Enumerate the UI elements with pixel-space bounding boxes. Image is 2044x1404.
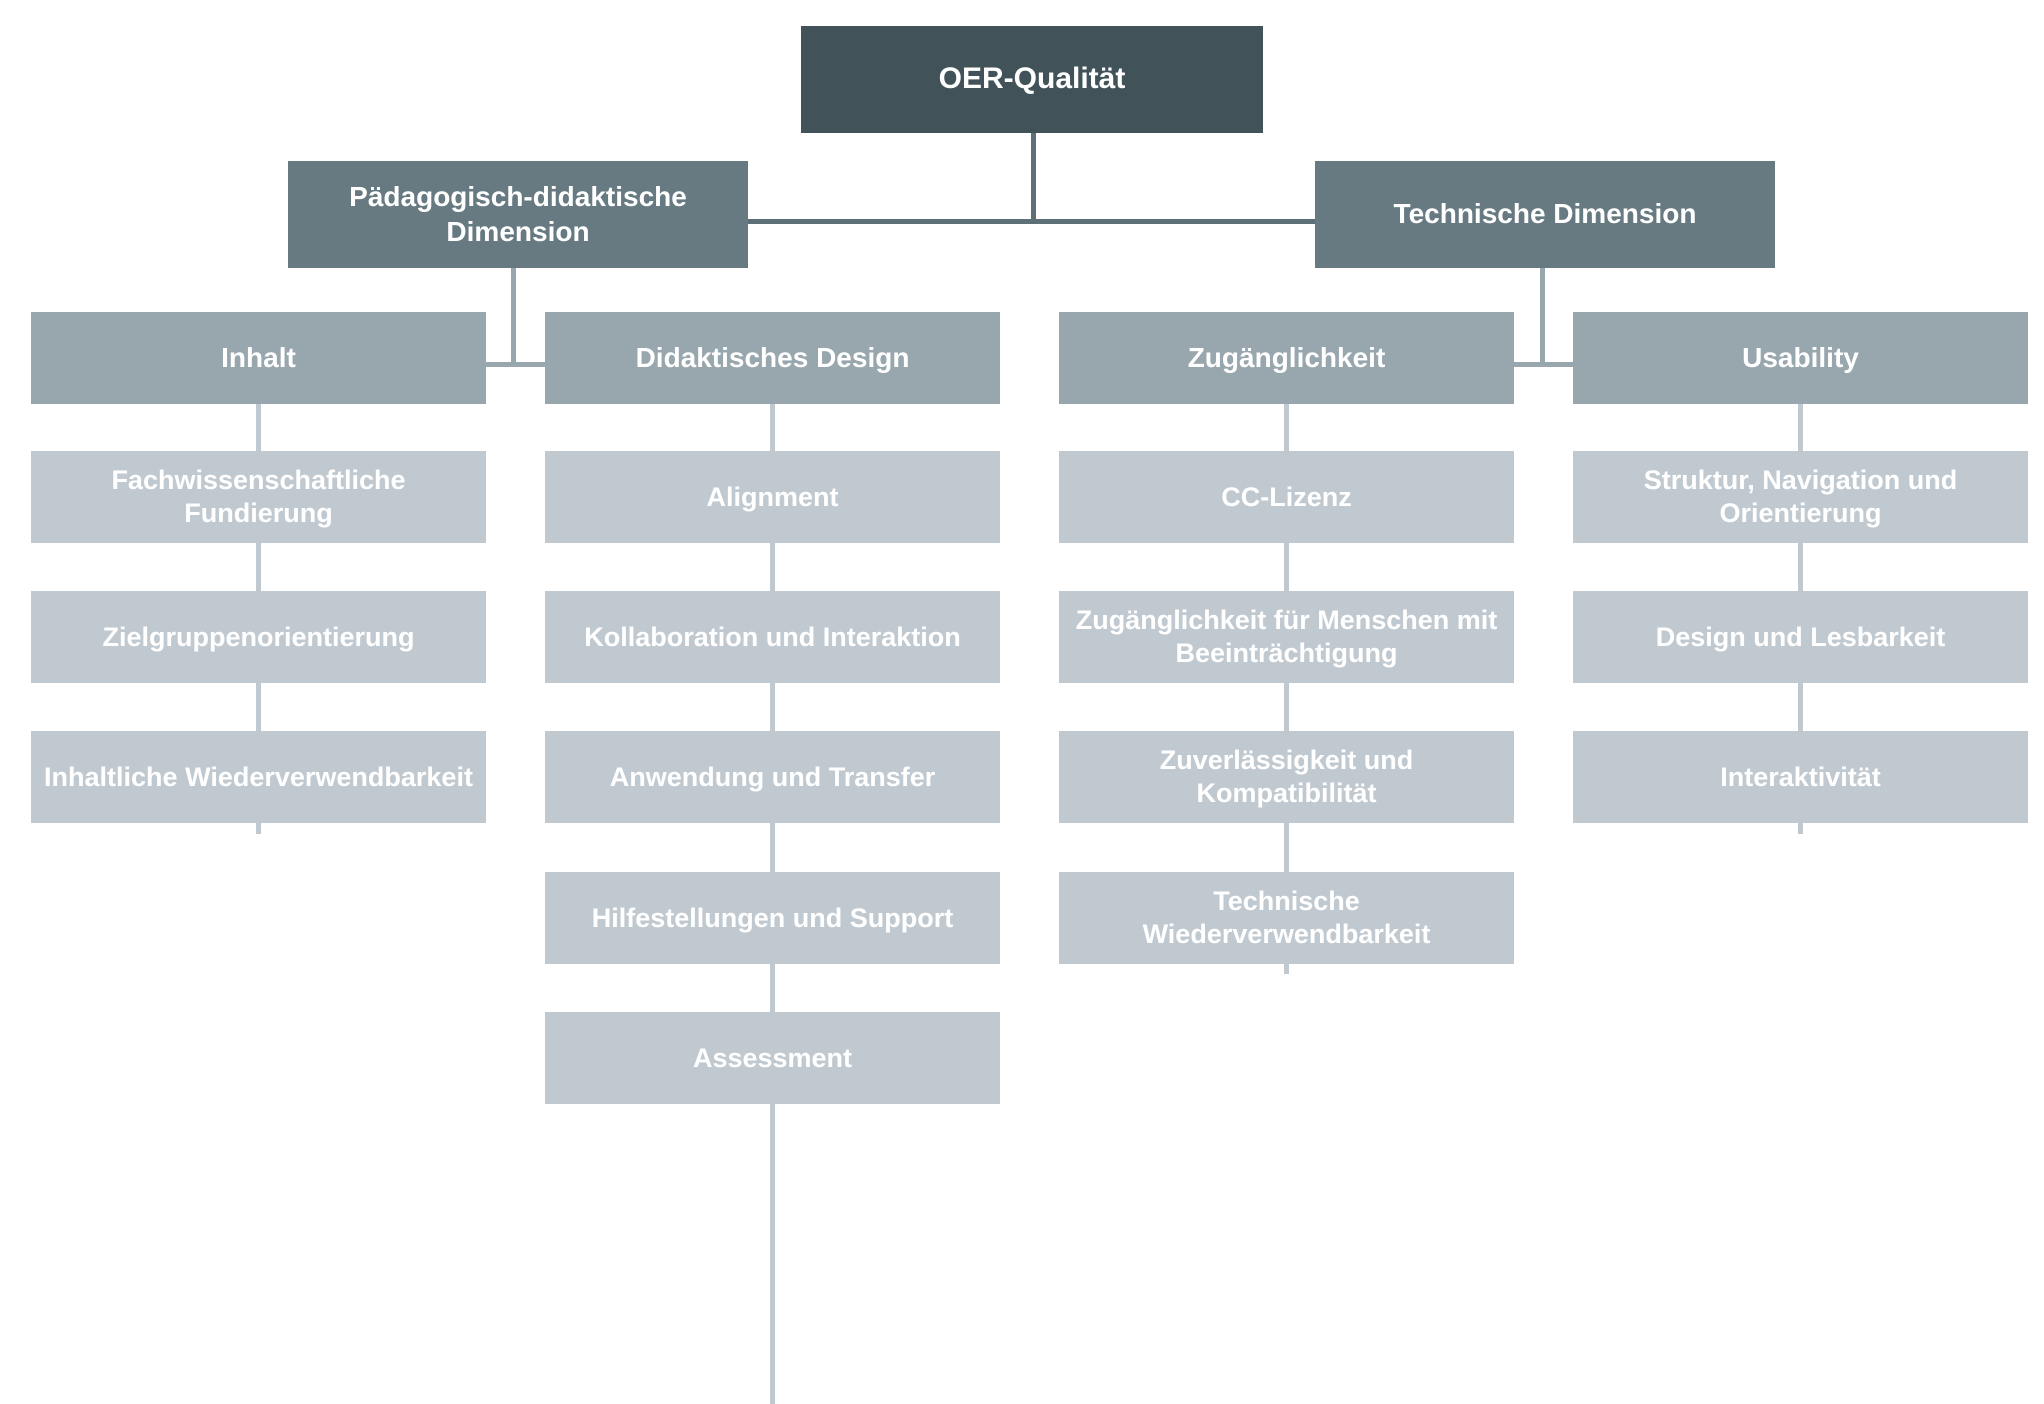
- connector-technical-category-bar: [1275, 362, 1819, 367]
- node-label: Anwendung und Transfer: [609, 761, 936, 792]
- node-category-inhalt[interactable]: Inhalt: [31, 312, 486, 404]
- node-criterion-anwendung-und-transfer[interactable]: Anwendung und Transfer: [545, 731, 1000, 823]
- node-label: Usability: [1742, 341, 1859, 373]
- node-category-zugaenglichkeit[interactable]: Zugänglichkeit: [1059, 312, 1514, 404]
- node-label: Inhalt: [221, 341, 296, 373]
- connector-pedagogic-category-bar: [247, 362, 791, 367]
- org-chart-canvas: OER-Qualität Pädagogisch-didaktische Dim…: [31, 26, 2028, 1404]
- node-label: Fachwissenschaftliche Fundierung: [111, 465, 406, 528]
- node-criterion-kollaboration-und-interaktion[interactable]: Kollaboration und Interaktion: [545, 591, 1000, 683]
- node-label: Technische Wiederverwendbarkeit: [1142, 886, 1431, 949]
- node-criterion-cc-lizenz[interactable]: CC-Lizenz: [1059, 451, 1514, 543]
- node-criterion-design-und-lesbarkeit[interactable]: Design und Lesbarkeit: [1573, 591, 2028, 683]
- node-criterion-assessment[interactable]: Assessment: [545, 1012, 1000, 1104]
- node-label: Zuverlässigkeit und Kompatibilität: [1159, 745, 1414, 808]
- node-label: Hilfestellungen und Support: [591, 902, 954, 933]
- connector-spine-zugaenglichkeit: [1284, 404, 1289, 974]
- node-label: Didaktisches Design: [635, 341, 910, 373]
- node-criterion-fachwissenschaftliche-fundierung[interactable]: Fachwissenschaftliche Fundierung: [31, 451, 486, 543]
- connector-root-stem: [1031, 133, 1036, 221]
- node-oer-qualitaet[interactable]: OER-Qualität: [801, 26, 1263, 133]
- node-criterion-zielgruppenorientierung[interactable]: Zielgruppenorientierung: [31, 591, 486, 683]
- node-category-usability[interactable]: Usability: [1573, 312, 2028, 404]
- node-label: Design und Lesbarkeit: [1655, 621, 1946, 652]
- node-criterion-struktur-navigation-und-orientierung[interactable]: Struktur, Navigation und Orientierung: [1573, 451, 2028, 543]
- node-criterion-alignment[interactable]: Alignment: [545, 451, 1000, 543]
- node-criterion-interaktivitaet[interactable]: Interaktivität: [1573, 731, 2028, 823]
- node-label: Interaktivität: [1720, 761, 1881, 792]
- node-technische-dimension[interactable]: Technische Dimension: [1315, 161, 1775, 268]
- node-criterion-inhaltliche-wiederverwendbarkeit[interactable]: Inhaltliche Wiederverwendbarkeit: [31, 731, 486, 823]
- node-label: Kollaboration und Interaktion: [584, 621, 961, 652]
- node-label: Zielgruppenorientierung: [102, 621, 415, 652]
- node-criterion-zuverlaessigkeit-und-kompatibilitaet[interactable]: Zuverlässigkeit und Kompatibilität: [1059, 731, 1514, 823]
- node-label: Zugänglichkeit für Menschen mit Beeinträ…: [1075, 605, 1498, 668]
- node-label: CC-Lizenz: [1221, 481, 1352, 512]
- node-criterion-technische-wiederverwendbarkeit[interactable]: Technische Wiederverwendbarkeit: [1059, 872, 1514, 964]
- node-label: Alignment: [706, 481, 839, 512]
- node-label: OER-Qualität: [938, 62, 1126, 96]
- node-label: Zugänglichkeit: [1187, 341, 1386, 373]
- node-label: Struktur, Navigation und Orientierung: [1643, 465, 1958, 528]
- node-label: Inhaltliche Wiederverwendbarkeit: [44, 761, 473, 792]
- node-label: Assessment: [692, 1042, 853, 1073]
- node-category-didaktisches-design[interactable]: Didaktisches Design: [545, 312, 1000, 404]
- connector-technical-stem: [1540, 268, 1545, 366]
- connector-dimension-bar: [736, 219, 1771, 224]
- connector-pedagogic-stem: [511, 268, 516, 366]
- node-criterion-zugaenglichkeit-fuer-menschen-mit-beeintraechtigung[interactable]: Zugänglichkeit für Menschen mit Beeinträ…: [1059, 591, 1514, 683]
- node-criterion-hilfestellungen-und-support[interactable]: Hilfestellungen und Support: [545, 872, 1000, 964]
- node-label: Pädagogisch-didaktische Dimension: [349, 181, 687, 247]
- node-paedagogisch-didaktische-dimension[interactable]: Pädagogisch-didaktische Dimension: [288, 161, 748, 268]
- node-label: Technische Dimension: [1393, 198, 1697, 230]
